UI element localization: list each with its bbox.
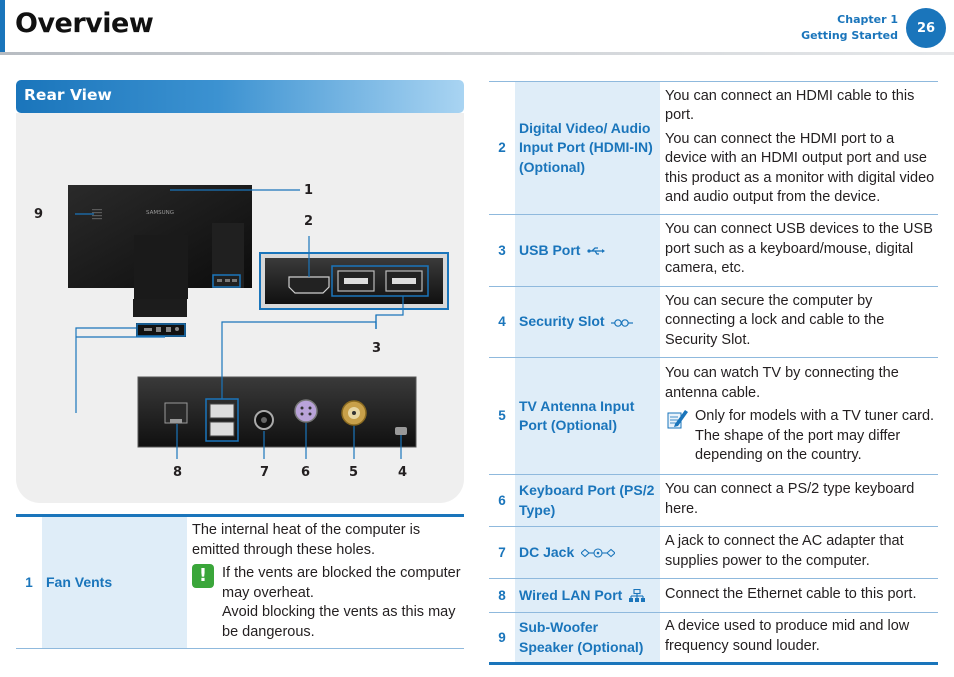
port-name-cell: DC Jack — [515, 526, 660, 579]
note-text: Only for models with a TV tuner card. Th… — [695, 408, 935, 464]
row-number: 3 — [498, 242, 506, 258]
description-text: The internal heat of the computer is emi… — [192, 522, 421, 558]
usb-icon — [587, 247, 606, 255]
description-text: You can connect an HDMI cable to this po… — [665, 87, 915, 124]
table-row: 6 Keyboard Port (PS/2 Type) You can conn… — [489, 474, 938, 527]
header-accent-bar — [0, 0, 5, 52]
chapter-info: Chapter 1 Getting Started — [801, 12, 898, 44]
right-port-table: 2 Digital Video/ Audio Input Port (HDMI-… — [489, 81, 938, 665]
port-description: A device used to produce mid and low fre… — [665, 618, 910, 654]
table-row: 1 Fan Vents The internal heat of the com… — [16, 515, 464, 649]
port-description: You can secure the computer by connectin… — [665, 292, 885, 348]
left-port-table: 1 Fan Vents The internal heat of the com… — [16, 514, 464, 649]
description-text: You can watch TV by connecting the anten… — [665, 365, 899, 401]
fan-vents — [92, 209, 102, 220]
warning-icon: ! — [192, 564, 214, 588]
port-name: Digital Video/ Audio Input Port (HDMI-IN… — [515, 81, 660, 215]
ps2-port — [294, 399, 318, 423]
table-row: 9 Sub-Woofer Speaker (Optional) A device… — [489, 612, 938, 664]
port-description: The internal heat of the computer is emi… — [187, 516, 464, 649]
warning-text-2: Avoid blocking the vents as this may be … — [222, 604, 456, 640]
info-note: Only for models with a TV tuner card. Th… — [665, 407, 936, 466]
row-number: 5 — [498, 408, 506, 424]
security-slot — [395, 427, 407, 435]
port-name: Sub-Woofer Speaker (Optional) — [515, 612, 660, 664]
row-number: 4 — [498, 314, 506, 330]
callout-7: 7 — [260, 465, 270, 480]
warning-note: ! If the vents are blocked the computer … — [192, 564, 462, 642]
row-number: 6 — [498, 492, 506, 508]
table-row: 4 Security Slot You can secure the compu… — [489, 286, 938, 358]
port-name: Fan Vents — [42, 515, 187, 649]
callout-9: 9 — [34, 207, 44, 222]
callout-5: 5 — [349, 465, 359, 480]
port-name: TV Antenna Input Port (Optional) — [515, 357, 660, 475]
stand-neck — [134, 235, 188, 299]
chapter-label: Chapter 1 — [837, 13, 898, 26]
section-heading-bar: Rear View — [16, 80, 464, 113]
port-name-cell: Wired LAN Port — [515, 578, 660, 613]
page-title: Overview — [15, 8, 154, 39]
port-description: You can watch TV by connecting the anten… — [660, 358, 938, 475]
stand-base — [133, 299, 187, 317]
port-description: You can connect a PS/2 type keyboard her… — [665, 481, 915, 517]
table-row: 3 USB Port You can connect USB devices t… — [489, 214, 938, 287]
row-number: 7 — [498, 544, 506, 560]
rear-view-figure: SAMSUNG — [16, 113, 464, 503]
header-divider — [0, 52, 954, 55]
note-pencil-icon — [667, 410, 688, 429]
port-description: Connect the Ethernet cable to this port. — [665, 585, 917, 602]
table-row: 7 DC Jack A jack to connect the AC adapt… — [489, 526, 938, 579]
section-title: Rear View — [24, 86, 112, 104]
lan-icon — [629, 589, 646, 603]
row-number: 8 — [498, 587, 506, 603]
row-number: 1 — [25, 574, 33, 590]
port-name: USB Port — [519, 241, 581, 258]
callout-4: 4 — [398, 465, 408, 480]
row-number: 2 — [498, 140, 506, 156]
brand-logo: SAMSUNG — [146, 210, 174, 216]
port-name-cell: USB Port — [515, 214, 660, 287]
warning-text: If the vents are blocked the computer ma… — [222, 565, 461, 601]
row-number: 9 — [498, 629, 506, 645]
port-name-cell: Security Slot — [515, 286, 660, 358]
port-name: Keyboard Port (PS/2 Type) — [515, 474, 660, 527]
page-number: 26 — [906, 8, 946, 48]
description-text-2: You can connect the HDMI port to a devic… — [665, 130, 935, 206]
hdmi-port — [288, 276, 330, 294]
port-description: You can connect USB devices to the USB p… — [665, 221, 933, 277]
table-row: 8 Wired LAN Port Connect the Ethernet ca… — [489, 578, 938, 613]
dc-jack-icon — [581, 548, 616, 558]
callout-6: 6 — [301, 465, 311, 480]
port-description: A jack to connect the AC adapter that su… — [665, 533, 904, 569]
table-row: 5 TV Antenna Input Port (Optional) You c… — [489, 357, 938, 475]
rear-view-illustration: SAMSUNG — [68, 185, 449, 459]
port-name: Security Slot — [519, 313, 605, 330]
table-row: 2 Digital Video/ Audio Input Port (HDMI-… — [489, 81, 938, 215]
port-description: You can connect an HDMI cable to this po… — [660, 82, 938, 215]
callout-1: 1 — [304, 183, 314, 198]
callout-2: 2 — [304, 214, 314, 229]
port-name: Wired LAN Port — [519, 586, 623, 603]
port-name: DC Jack — [519, 543, 575, 560]
callout-8: 8 — [173, 465, 183, 480]
chapter-name: Getting Started — [801, 29, 898, 42]
security-lock-icon — [611, 318, 634, 327]
callout-3: 3 — [372, 341, 382, 356]
